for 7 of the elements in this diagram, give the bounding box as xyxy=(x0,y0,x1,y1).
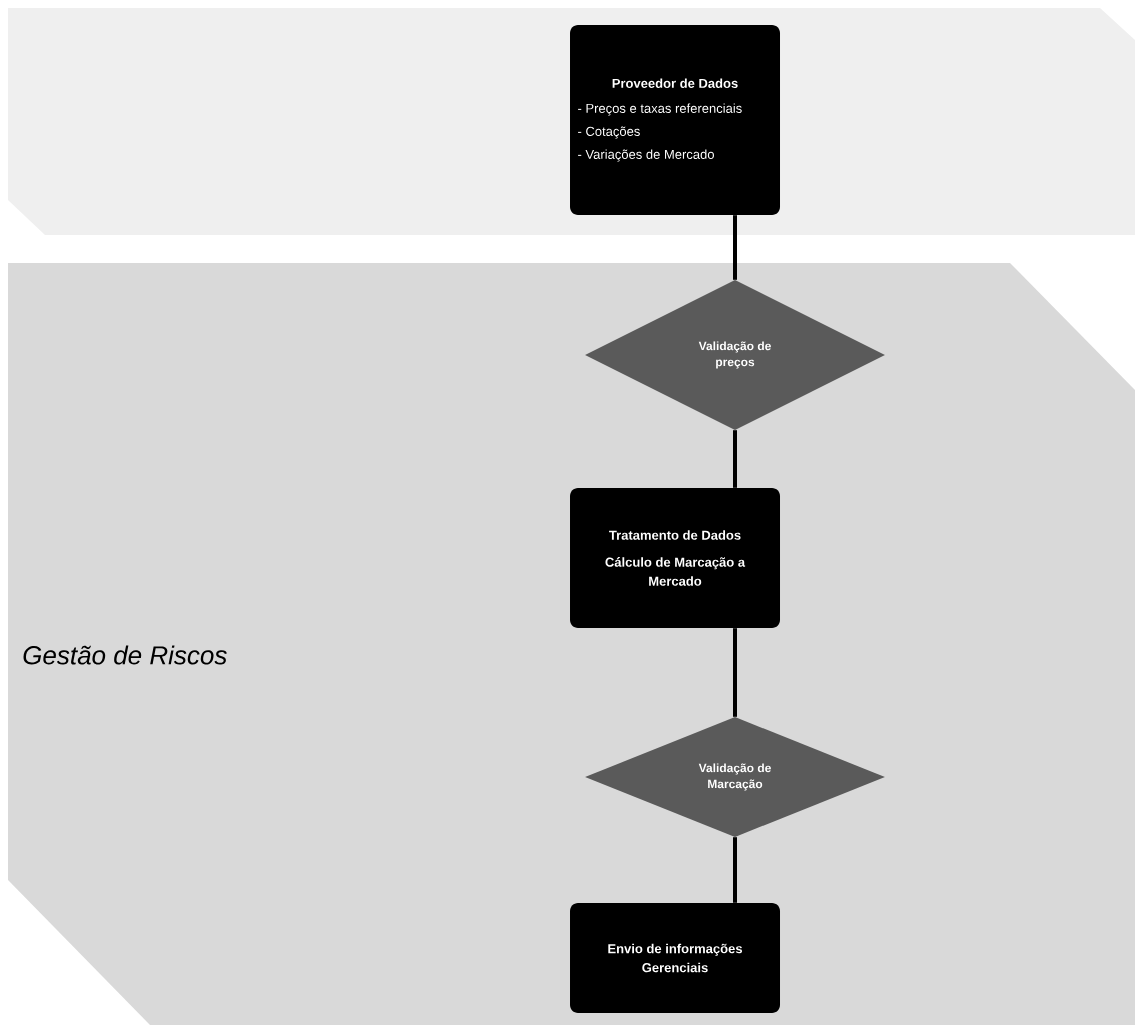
process-box: Tratamento de Dados Cálculo de Marcação a Mercado xyxy=(570,488,780,628)
connector-line xyxy=(733,430,737,488)
process-box: Proveedor de Dados - Preços e taxas referenciais - Cotações - Variações de Mercado xyxy=(570,25,780,215)
connector-line xyxy=(733,628,737,717)
process-box: Envio de informações Gerenciais xyxy=(570,903,780,1013)
connector-line xyxy=(733,215,737,280)
connector-line xyxy=(733,837,737,903)
